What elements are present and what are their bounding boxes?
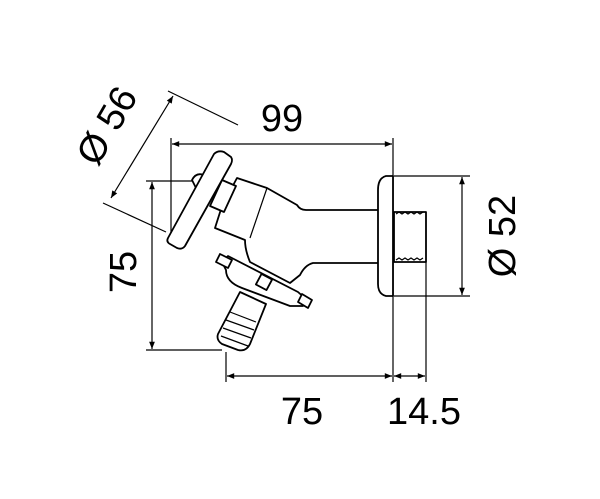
dim-thread-length: 14.5 <box>387 391 461 433</box>
handle-disc <box>166 150 233 250</box>
dim-overall-length: 99 <box>261 98 303 140</box>
tap-body <box>166 150 427 352</box>
dim-outlet-height: 75 <box>103 251 145 293</box>
dim-flange-diameter: Ø 52 <box>482 195 524 277</box>
hose-nozzle <box>216 291 267 352</box>
spindle <box>209 179 237 213</box>
dim-outlet-offset: 75 <box>281 391 323 433</box>
dimension-lines <box>110 95 465 379</box>
body <box>214 177 381 284</box>
thread <box>393 211 427 263</box>
wall-flange <box>377 175 394 297</box>
